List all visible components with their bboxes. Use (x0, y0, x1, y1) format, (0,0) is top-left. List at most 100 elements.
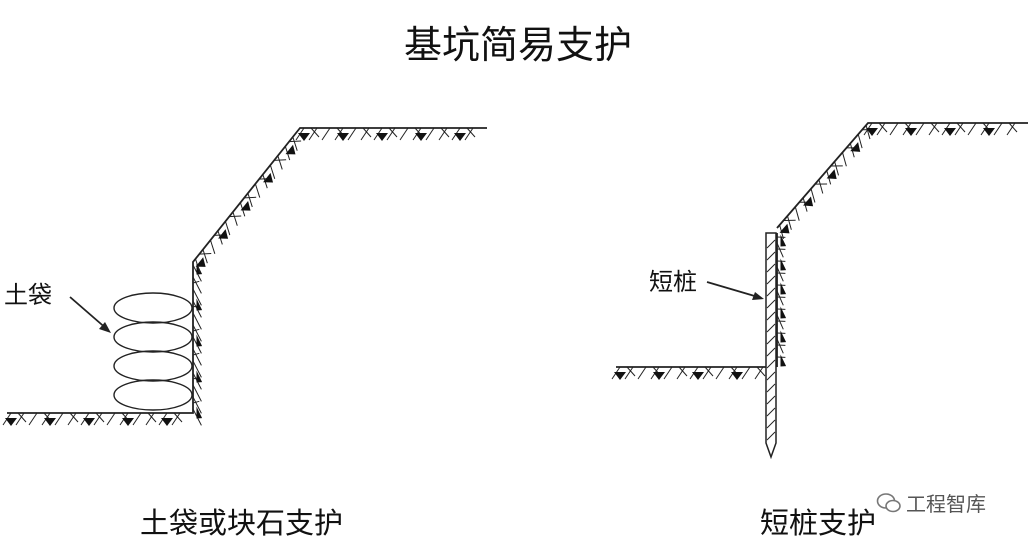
soil-hatch (362, 127, 372, 138)
soil-hatch (425, 127, 435, 141)
stone-mark (780, 234, 787, 247)
stone-mark (196, 298, 203, 311)
wechat-icon (876, 492, 901, 512)
soil-hatch (310, 127, 320, 138)
soil-hatch (440, 127, 450, 138)
sandbag-support-figure (2, 127, 487, 426)
watermark-text: 工程智库 (906, 492, 986, 516)
arrow-head (99, 322, 111, 333)
soil-hatch (776, 290, 784, 306)
stone-mark (826, 169, 837, 180)
leader-arrow-line (706, 281, 759, 298)
sandbag (113, 321, 193, 353)
soil-hatch (810, 188, 816, 203)
soil-hatch (386, 127, 396, 141)
pile-hatch (766, 419, 776, 429)
sandbag (113, 379, 193, 411)
soil-hatch (842, 152, 847, 167)
leader-arrow-line (69, 296, 109, 331)
stone-mark (196, 334, 203, 347)
soil-hatch (704, 366, 714, 377)
pile-hatch (766, 335, 776, 345)
soil-hatch (347, 127, 357, 141)
soil-hatch (289, 140, 302, 143)
soil-hatch (145, 412, 155, 426)
soil-hatch (889, 122, 899, 136)
soil-hatch (834, 161, 839, 176)
stone-mark (5, 418, 17, 426)
pile-hatch (766, 431, 776, 441)
stone-mark (614, 372, 626, 380)
soil-hatch (277, 155, 283, 170)
soil-hatch (624, 366, 634, 380)
stone-mark (376, 133, 388, 141)
pile-hatch (766, 299, 776, 309)
stone-mark (780, 282, 787, 295)
soil-hatch (202, 249, 208, 264)
soil-hatch (466, 127, 476, 138)
stone-mark (415, 133, 427, 141)
soil-hatch (199, 253, 212, 255)
stone-mark (944, 128, 956, 136)
soil-hatch (67, 412, 77, 426)
soil-hatch (192, 360, 202, 378)
soil-hatch (993, 122, 1003, 136)
stone-mark (866, 128, 878, 136)
pile-hatch (766, 371, 776, 381)
stone-mark (195, 257, 206, 267)
soil-hatch (865, 125, 871, 140)
soil-hatch (209, 239, 216, 254)
pile-hatch (766, 239, 776, 249)
stone-mark (779, 223, 790, 234)
soil-hatch (954, 122, 964, 136)
soil-hatch (28, 412, 38, 426)
soil-hatch (192, 384, 202, 402)
stone-mark (337, 133, 349, 141)
soil-hatch (17, 412, 27, 423)
stone-mark (780, 354, 787, 367)
stone-mark (803, 196, 814, 207)
soil-hatch (878, 122, 888, 133)
soil-hatch (776, 242, 784, 258)
soil-hatch (876, 122, 886, 136)
soil-hatch (173, 412, 183, 423)
soil-hatch (93, 412, 103, 426)
stone-mark (454, 133, 466, 141)
upper-slope-profile (776, 122, 1028, 229)
soil-hatch (244, 196, 257, 199)
ground-profile (7, 127, 487, 414)
soil-hatch (247, 193, 253, 208)
soil-hatch (192, 276, 202, 294)
soil-hatch (274, 159, 287, 161)
soil-hatch (388, 127, 398, 138)
soil-hatch (967, 122, 977, 136)
stone-mark (983, 128, 995, 136)
watermark: 工程智库 (876, 488, 986, 517)
stone-mark (218, 229, 229, 239)
soil-hatch (192, 324, 202, 342)
soil-hatch (776, 338, 784, 354)
soil-hatch (930, 122, 940, 133)
stone-mark (780, 330, 787, 343)
left-caption: 土袋或块石支护 (140, 506, 344, 540)
stone-mark (653, 372, 665, 380)
page-title: 基坑简易支护 (403, 23, 632, 67)
soil-hatch (321, 127, 331, 141)
short-pile-support-figure (611, 122, 1028, 460)
soil-hatch (229, 215, 242, 218)
stone-mark (905, 128, 917, 136)
soil-hatch (438, 127, 448, 141)
soil-hatch (756, 366, 766, 377)
soil-hatch (192, 352, 200, 356)
sandbag (113, 350, 193, 382)
soil-hatch (741, 366, 751, 380)
soil-hatch (254, 183, 261, 198)
pile-hatch (766, 359, 776, 369)
soil-hatch (399, 127, 409, 141)
stone-mark (44, 418, 56, 426)
pile-hatch (766, 323, 776, 333)
soil-hatch (1008, 122, 1018, 133)
soil-hatch (754, 366, 764, 380)
